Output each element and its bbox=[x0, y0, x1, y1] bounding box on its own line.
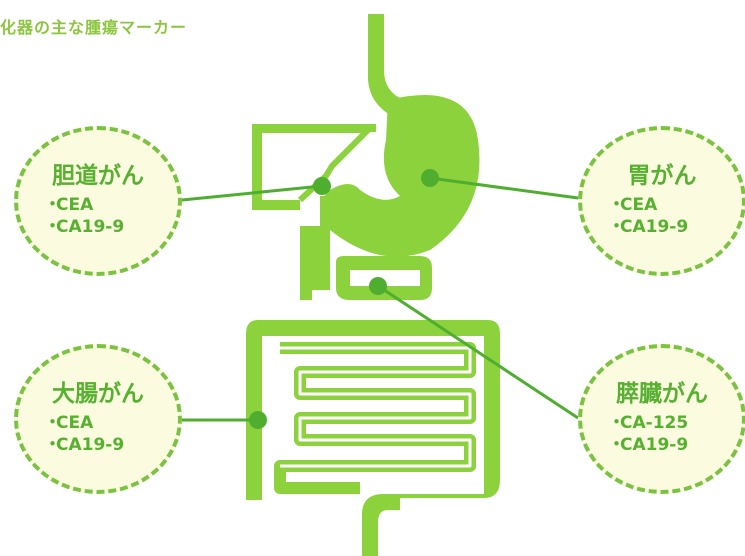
cancer-name: 胃がん bbox=[627, 163, 697, 189]
cancer-name: 大腸がん bbox=[52, 381, 144, 407]
marker-list: ・CEA ・CA19-9 bbox=[44, 194, 124, 238]
connector-pancreas bbox=[377, 284, 579, 420]
duodenum bbox=[312, 236, 330, 290]
esophagus bbox=[367, 14, 404, 118]
pointer-pancreas bbox=[369, 277, 387, 295]
cancer-name: 膵臓がん bbox=[616, 381, 708, 407]
liver-outline bbox=[252, 124, 376, 210]
marker-list: ・CEA ・CA19-9 bbox=[608, 194, 688, 238]
marker-item: ・CA19-9 bbox=[44, 217, 125, 237]
bubble-stomach-cancer: 胃がん ・CEA ・CA19-9 bbox=[578, 126, 745, 276]
bubble-colon-cancer: 大腸がん ・CEA ・CA19-9 bbox=[14, 344, 182, 494]
bile-duct bbox=[300, 196, 330, 300]
marker-item: ・CA19-9 bbox=[608, 217, 689, 237]
bubble-biliary-cancer: 胆道がん ・CEA ・CA19-9 bbox=[14, 126, 182, 276]
pointer-stomach bbox=[421, 169, 439, 187]
marker-item: ・CA19-9 bbox=[608, 435, 689, 455]
pointer-biliary bbox=[313, 177, 331, 195]
marker-item: ・CEA bbox=[44, 413, 94, 433]
marker-item: ・CEA bbox=[608, 195, 658, 215]
marker-item: ・CA19-9 bbox=[44, 435, 125, 455]
marker-item: ・CA-125 bbox=[608, 413, 689, 433]
diagram-title: 化器の主な腫瘍マーカー bbox=[0, 18, 188, 37]
large-intestine bbox=[246, 320, 500, 556]
connector-biliary bbox=[181, 184, 323, 202]
bubble-pancreatic-cancer: 膵臓がん ・CA-125 ・CA19-9 bbox=[578, 344, 745, 494]
marker-item: ・CEA bbox=[44, 195, 94, 215]
stomach bbox=[320, 95, 480, 257]
marker-list: ・CEA ・CA19-9 bbox=[44, 412, 124, 456]
marker-list: ・CA-125 ・CA19-9 bbox=[608, 412, 688, 456]
pointer-colon bbox=[249, 411, 267, 429]
cancer-name: 胆道がん bbox=[52, 163, 144, 189]
pancreas-notch bbox=[350, 270, 420, 286]
connector-stomach bbox=[429, 176, 579, 200]
